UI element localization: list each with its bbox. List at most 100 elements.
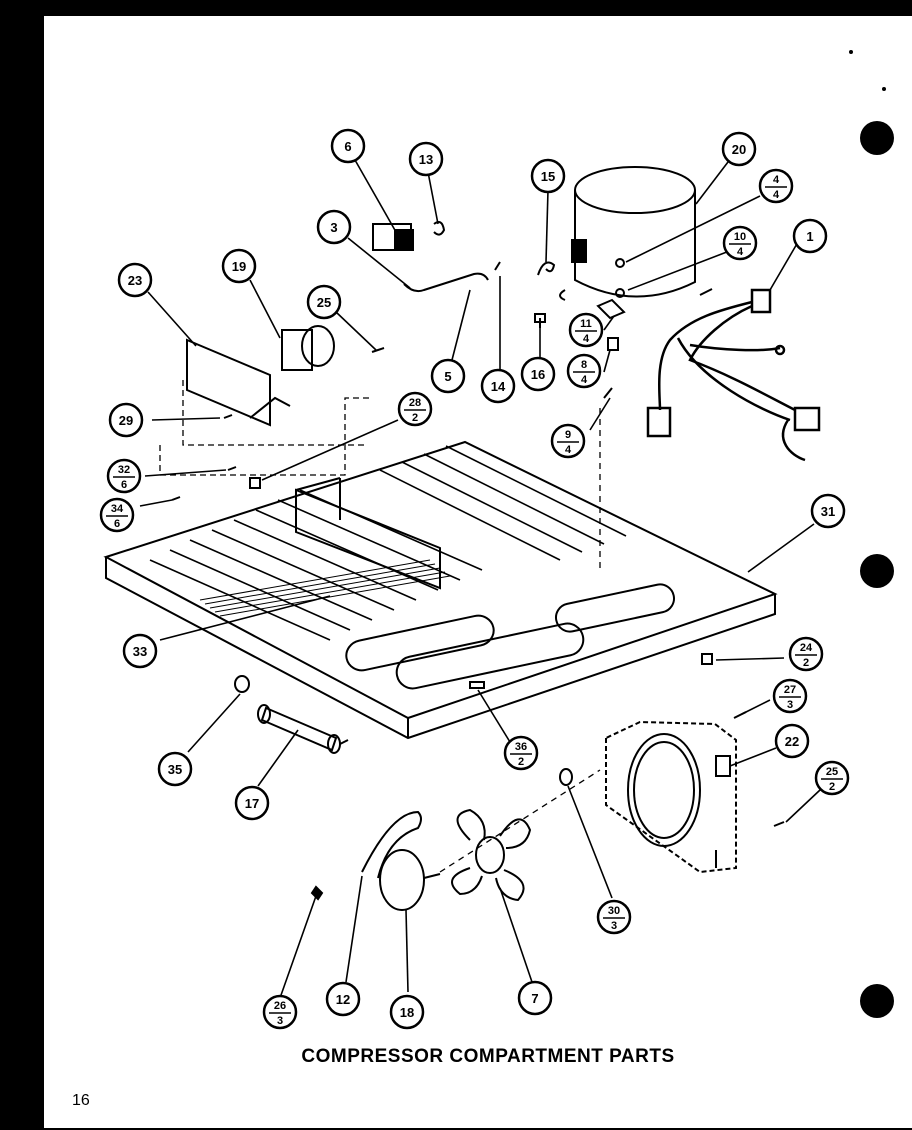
callout-c7: 7 xyxy=(517,980,553,1016)
callout-f24: 242 xyxy=(788,636,824,672)
callout-circle xyxy=(397,391,433,427)
callout-text: 8 xyxy=(581,359,587,371)
callout-text: 33 xyxy=(133,644,147,659)
callout-circle xyxy=(99,497,135,533)
callout-text: 4 xyxy=(565,444,572,456)
callout-circle xyxy=(234,785,270,821)
callout-text: 26 xyxy=(274,1000,286,1012)
callout-circle xyxy=(772,678,808,714)
wiring-harness-drawing xyxy=(646,288,821,462)
callout-text: 6 xyxy=(121,479,127,491)
callout-c12: 12 xyxy=(325,981,361,1017)
callout-text: 30 xyxy=(608,905,620,917)
callout-text: 10 xyxy=(734,231,746,243)
callout-c13: 13 xyxy=(408,141,444,177)
callout-circle xyxy=(316,209,352,245)
small-fittings-drawing xyxy=(534,261,619,399)
callout-circle xyxy=(530,158,566,194)
callout-f30: 303 xyxy=(596,899,632,935)
callout-c33: 33 xyxy=(122,633,158,669)
callout-c18: 18 xyxy=(389,994,425,1030)
callout-f28: 282 xyxy=(397,391,433,427)
callout-circle xyxy=(566,353,602,389)
callout-text: 23 xyxy=(128,273,142,288)
callout-text: 16 xyxy=(531,367,545,382)
callout-c3: 3 xyxy=(316,209,352,245)
callout-c25a: 25 xyxy=(306,284,342,320)
callout-text: 20 xyxy=(732,142,746,157)
callout-c15: 15 xyxy=(530,158,566,194)
leader-lines xyxy=(139,159,821,999)
callout-circle xyxy=(221,248,257,284)
callout-text: 3 xyxy=(787,699,793,711)
callout-circle xyxy=(721,131,757,167)
callout-text: 3 xyxy=(611,920,617,932)
callout-text: 2 xyxy=(829,781,835,793)
callout-text: 1 xyxy=(806,229,813,244)
callout-f4: 44 xyxy=(758,168,794,204)
callout-f8: 84 xyxy=(566,353,602,389)
callout-text: 22 xyxy=(785,734,799,749)
callout-circle xyxy=(408,141,444,177)
callout-c31: 31 xyxy=(810,493,846,529)
callout-circle xyxy=(325,981,361,1017)
callout-f11: 114 xyxy=(568,312,604,348)
callout-circle xyxy=(774,723,810,759)
callout-text: 2 xyxy=(518,756,524,768)
callout-circle xyxy=(722,225,758,261)
hardware-drawing xyxy=(171,414,785,827)
callout-f27: 273 xyxy=(772,678,808,714)
callout-circle xyxy=(520,356,556,392)
callout-circle xyxy=(792,218,828,254)
callout-text: 17 xyxy=(245,796,259,811)
callout-text: 27 xyxy=(784,684,796,696)
callout-text: 4 xyxy=(581,374,588,386)
callout-text: 34 xyxy=(111,503,124,515)
callout-text: 32 xyxy=(118,464,130,476)
callout-circle xyxy=(596,899,632,935)
callout-c23: 23 xyxy=(117,262,153,298)
callout-text: 19 xyxy=(232,259,246,274)
callout-text: 6 xyxy=(114,518,120,530)
callout-text: 14 xyxy=(491,379,506,394)
callout-text: 28 xyxy=(409,397,421,409)
callout-f32: 326 xyxy=(106,458,142,494)
callout-f25b: 252 xyxy=(814,760,850,796)
callout-text: 31 xyxy=(821,504,835,519)
callout-text: 6 xyxy=(344,139,351,154)
callout-text: 4 xyxy=(583,333,590,345)
fan-motor-drawing xyxy=(281,325,385,371)
callout-f9: 94 xyxy=(550,423,586,459)
callout-c5: 5 xyxy=(430,358,466,394)
callout-text: 29 xyxy=(119,413,133,428)
bracket-drawing xyxy=(159,338,370,476)
callout-c19: 19 xyxy=(221,248,257,284)
callout-circle xyxy=(758,168,794,204)
callout-text: 25 xyxy=(317,295,331,310)
binder-hole-marks xyxy=(849,50,894,1018)
callout-text: 11 xyxy=(580,318,592,330)
callout-f36: 362 xyxy=(503,735,539,771)
base-tray-drawing xyxy=(103,440,778,740)
compressor-drawing xyxy=(559,166,713,570)
callout-circle xyxy=(568,312,604,348)
binder-hole-top xyxy=(860,121,894,155)
callout-text: 13 xyxy=(419,152,433,167)
callout-c6: 6 xyxy=(330,128,366,164)
callout-circle xyxy=(157,751,193,787)
callout-text: 12 xyxy=(336,992,350,1007)
binder-hole-bottom xyxy=(860,984,894,1018)
callout-layer: 1356712131415161718192022232529313335441… xyxy=(99,128,850,1030)
callout-text: 24 xyxy=(800,642,813,654)
callout-text: 7 xyxy=(531,991,538,1006)
callout-text: 3 xyxy=(330,220,337,235)
callout-c35: 35 xyxy=(157,751,193,787)
callout-text: 35 xyxy=(168,762,182,777)
callout-f34: 346 xyxy=(99,497,135,533)
callout-text: 25 xyxy=(826,766,838,778)
callout-text: 5 xyxy=(444,369,451,384)
callout-circle xyxy=(814,760,850,796)
callout-circle xyxy=(106,458,142,494)
